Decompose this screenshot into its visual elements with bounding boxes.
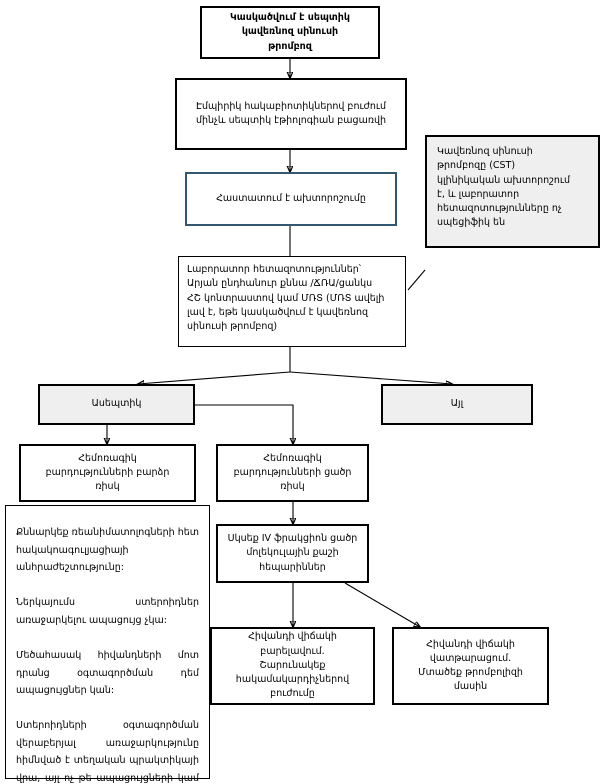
node-side-note-cst: Կավեռնոզ սինուսի թրոմբոզը (CST) կլինիկակ… xyxy=(425,135,600,248)
node-start-iv-heparin: Սկսեք IV ֆրակցիոն ցածր մոլեկուլային քաշի… xyxy=(216,524,369,583)
node-start: Կասկածվում է սեպտիկ կավեռնոզ սինուսի թրո… xyxy=(200,6,380,59)
node-lab-investigations: Լաբորատոր հետազոտություններ՝ Արյան ընդհա… xyxy=(178,256,406,347)
node-other: Այլ xyxy=(381,384,533,425)
node-high-bleeding-risk: Հեմոռագիկ բարդությունների բարձր ռիսկ xyxy=(19,444,196,502)
node-patient-worsened: Հիվանդի վիճակի վատթարացում. Մտածեք թրոմբ… xyxy=(392,627,549,705)
connector-labs-to-aseptic xyxy=(138,371,291,384)
node-confirm-diagnosis: Հաստատում է ախտորոշումը xyxy=(185,172,397,226)
node-clinical-notes: Քննարկեք ռեանիմատոլոգների հետ հակակոագու… xyxy=(5,505,210,784)
connector-aseptic-to-lowrisk xyxy=(195,404,293,444)
connector-labs-to-other xyxy=(289,371,452,384)
node-empiric-antibiotics: Էմպիրիկ հակաբիոտիկներով բուժում մինչև սե… xyxy=(175,78,407,150)
node-low-bleeding-risk: Հեմոռագիկ բարդությունների ցածր ռիսկ xyxy=(216,444,369,502)
connector-note-to-labs xyxy=(407,269,426,291)
node-patient-improved: Հիվանդի վիճակի բարելավում. Շարունակեք հա… xyxy=(210,627,375,705)
node-aseptic: Ասեպտիկ xyxy=(38,384,195,425)
connector-heparin-to-worsened xyxy=(344,582,420,627)
